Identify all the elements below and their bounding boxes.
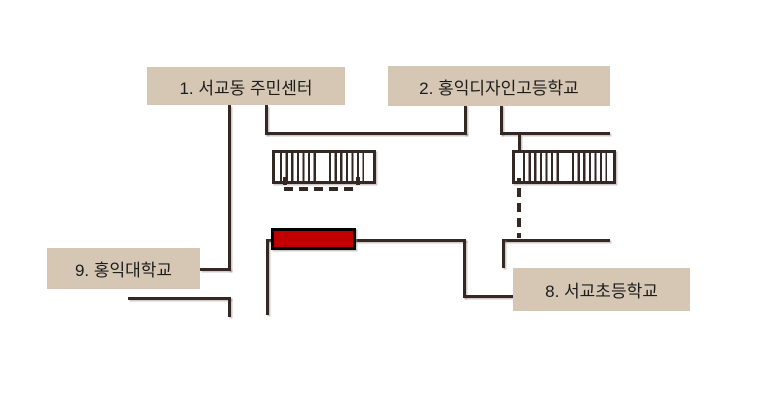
subway-exit-gap (315, 153, 329, 181)
street-segment (266, 239, 269, 315)
landmark-label-8: 8. 서교초등학교 (513, 268, 690, 311)
subway-exit-gap (275, 153, 280, 181)
subway-exit-gap (607, 153, 613, 181)
landmark-label-text: 9. 홍익대학교 (74, 261, 173, 280)
subway-exit-hatch (523, 153, 559, 181)
street-segment (464, 105, 467, 135)
subway-exit-hatch (571, 153, 607, 181)
subway-exit-gap (515, 153, 523, 181)
landmark-label-2: 2. 홍익디자인고등학교 (388, 66, 610, 106)
landmark-label-text: 8. 서교초등학교 (545, 282, 658, 301)
landmark-label-1: 1. 서교동 주민센터 (147, 67, 345, 105)
subway-exit-gap (364, 153, 373, 181)
landmark-label-9: 9. 홍익대학교 (47, 248, 200, 289)
landmark-label-text: 1. 서교동 주민센터 (179, 78, 313, 98)
subway-exit-hatch (328, 153, 364, 181)
subway-exit-hatch (280, 153, 316, 181)
street-segment (128, 297, 231, 300)
subway-exit-leg (283, 177, 287, 185)
subway-exit-leg (356, 177, 360, 185)
street-segment (518, 135, 521, 152)
subway-exit-gap (558, 153, 572, 181)
street-segment (500, 132, 610, 135)
street-segment (463, 239, 466, 298)
street-segment (500, 105, 503, 135)
subway-exit-icon (272, 150, 376, 184)
street-segment (265, 132, 467, 135)
street-segment (463, 295, 518, 298)
street-segment (502, 239, 610, 242)
subway-exit-icon (512, 150, 616, 184)
street-segment (265, 105, 268, 135)
subway-exit-leg (517, 178, 521, 184)
street-segment (228, 105, 231, 271)
highlighted-location-marker (271, 228, 356, 250)
landmark-label-text: 2. 홍익디자인고등학교 (419, 78, 579, 98)
street-segment (502, 239, 505, 268)
street-segment (200, 268, 231, 271)
street-segment (228, 297, 231, 317)
underground-passage-dashed-line (517, 188, 521, 238)
underground-passage-dashed-line (284, 187, 359, 191)
street-segment (266, 239, 466, 242)
